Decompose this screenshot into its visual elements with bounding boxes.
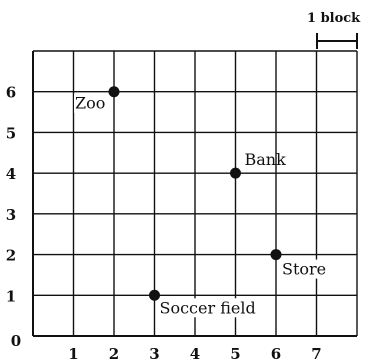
y-tick-label: 1	[6, 287, 16, 305]
x-tick-label: 5	[230, 345, 240, 363]
x-tick-label: 6	[271, 345, 281, 363]
y-tick-label: 5	[6, 124, 16, 142]
location-label-background	[281, 259, 328, 279]
location-label: Bank	[245, 150, 287, 169]
x-tick-label: 2	[109, 345, 119, 363]
y-tick-label: 4	[6, 165, 16, 183]
y-tick-label: 2	[6, 247, 16, 265]
location-label: Store	[282, 260, 326, 279]
x-tick-label: 3	[149, 345, 159, 363]
location-label-background	[74, 93, 107, 113]
location-label-background	[158, 298, 257, 318]
location-point	[230, 167, 241, 179]
y-tick-label: 3	[6, 206, 16, 224]
axis-ticks: 1 2 3 4 5 6 7 1 2 3 4 5 6 0	[6, 84, 322, 363]
grid-lines	[32, 50, 358, 337]
scale-label: 1 block	[307, 11, 361, 26]
origin-label: 0	[11, 332, 21, 350]
location-point	[270, 249, 282, 261]
location-label: Zoo	[75, 94, 105, 113]
x-tick-label: 7	[311, 345, 321, 363]
scale-indicator: 1 block	[307, 11, 361, 49]
y-tick-label: 6	[6, 84, 16, 102]
location-point	[149, 289, 160, 301]
x-tick-label: 4	[190, 345, 200, 363]
location-point	[108, 86, 120, 98]
location-label: Soccer field	[160, 298, 256, 317]
x-tick-label: 1	[68, 345, 78, 363]
